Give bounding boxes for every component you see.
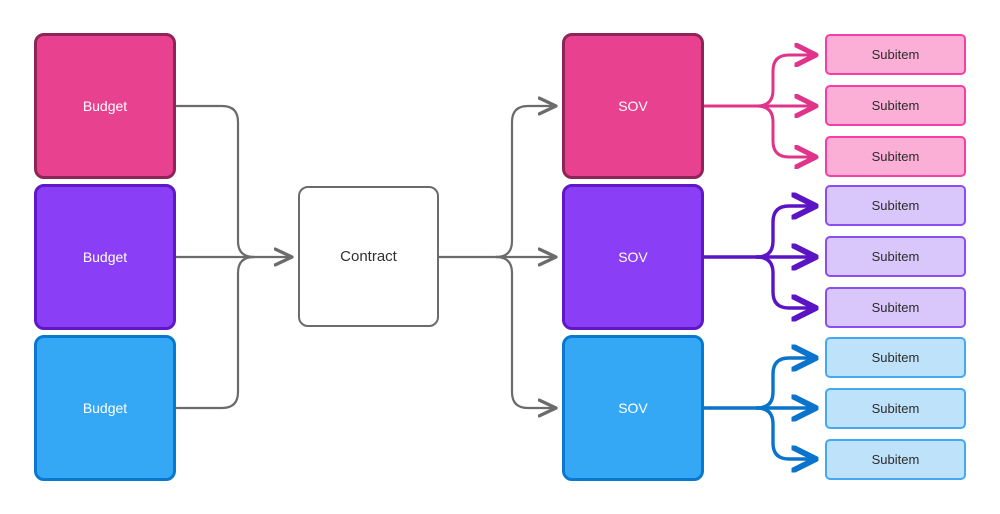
- subitem-node-blue-3[interactable]: Subitem: [825, 439, 966, 480]
- budget-node-blue[interactable]: Budget: [34, 335, 176, 481]
- subitem-node-blue-2-label: Subitem: [871, 401, 920, 416]
- contract-node-label: Contract: [340, 248, 397, 265]
- subitem-node-purple-3-label: Subitem: [871, 300, 920, 315]
- subitem-node-purple-1[interactable]: Subitem: [825, 185, 966, 226]
- sov-node-purple[interactable]: SOV: [562, 184, 704, 330]
- contract-to-sov-connectors: [437, 106, 556, 408]
- subitem-node-blue-3-label: Subitem: [871, 452, 920, 467]
- subitem-node-pink-1[interactable]: Subitem: [825, 34, 966, 75]
- sov-pink-to-subitem-connectors: [702, 55, 816, 157]
- subitem-node-blue-1[interactable]: Subitem: [825, 337, 966, 378]
- sov-node-blue-label: SOV: [618, 400, 648, 416]
- sov-blue-to-subitem-connectors: [702, 358, 816, 459]
- subitem-node-pink-3[interactable]: Subitem: [825, 136, 966, 177]
- subitem-node-purple-2[interactable]: Subitem: [825, 236, 966, 277]
- sov-node-pink-label: SOV: [618, 98, 648, 114]
- subitem-node-purple-3[interactable]: Subitem: [825, 287, 966, 328]
- sov-node-pink[interactable]: SOV: [562, 33, 704, 179]
- subitem-node-pink-3-label: Subitem: [871, 149, 920, 164]
- subitem-node-purple-2-label: Subitem: [871, 249, 920, 264]
- connector-sov-blue-to-subitem-3: [755, 406, 816, 459]
- budget-node-purple[interactable]: Budget: [34, 184, 176, 330]
- budget-node-pink-label: Budget: [82, 98, 128, 114]
- sov-purple-to-subitem-connectors: [702, 206, 816, 308]
- budget-node-pink[interactable]: Budget: [34, 33, 176, 179]
- subitem-node-pink-1-label: Subitem: [871, 47, 920, 62]
- subitem-node-pink-2[interactable]: Subitem: [825, 85, 966, 126]
- connector-sov-purple-to-subitem-1: [755, 206, 816, 259]
- connector-sov-blue-to-subitem-1: [755, 358, 816, 410]
- connector-budget-pink-to-contract: [174, 104, 256, 259]
- budget-to-contract-connectors: [174, 104, 292, 410]
- subitem-node-blue-2[interactable]: Subitem: [825, 388, 966, 429]
- budget-node-purple-label: Budget: [82, 249, 128, 265]
- connector-budget-blue-to-contract: [174, 255, 256, 410]
- sov-node-purple-label: SOV: [618, 249, 648, 265]
- connector-sov-pink-to-subitem-3: [755, 104, 816, 157]
- subitem-node-pink-2-label: Subitem: [871, 98, 920, 113]
- connector-sov-purple-to-subitem-3: [755, 255, 816, 308]
- connector-contract-to-sov-blue: [494, 255, 556, 408]
- connector-contract-to-sov-pink: [494, 106, 556, 259]
- subitem-node-blue-1-label: Subitem: [871, 350, 920, 365]
- sov-node-blue[interactable]: SOV: [562, 335, 704, 481]
- contract-node[interactable]: Contract: [298, 186, 439, 327]
- budget-node-blue-label: Budget: [82, 400, 128, 416]
- connector-sov-pink-to-subitem-1: [755, 55, 816, 108]
- subitem-node-purple-1-label: Subitem: [871, 198, 920, 213]
